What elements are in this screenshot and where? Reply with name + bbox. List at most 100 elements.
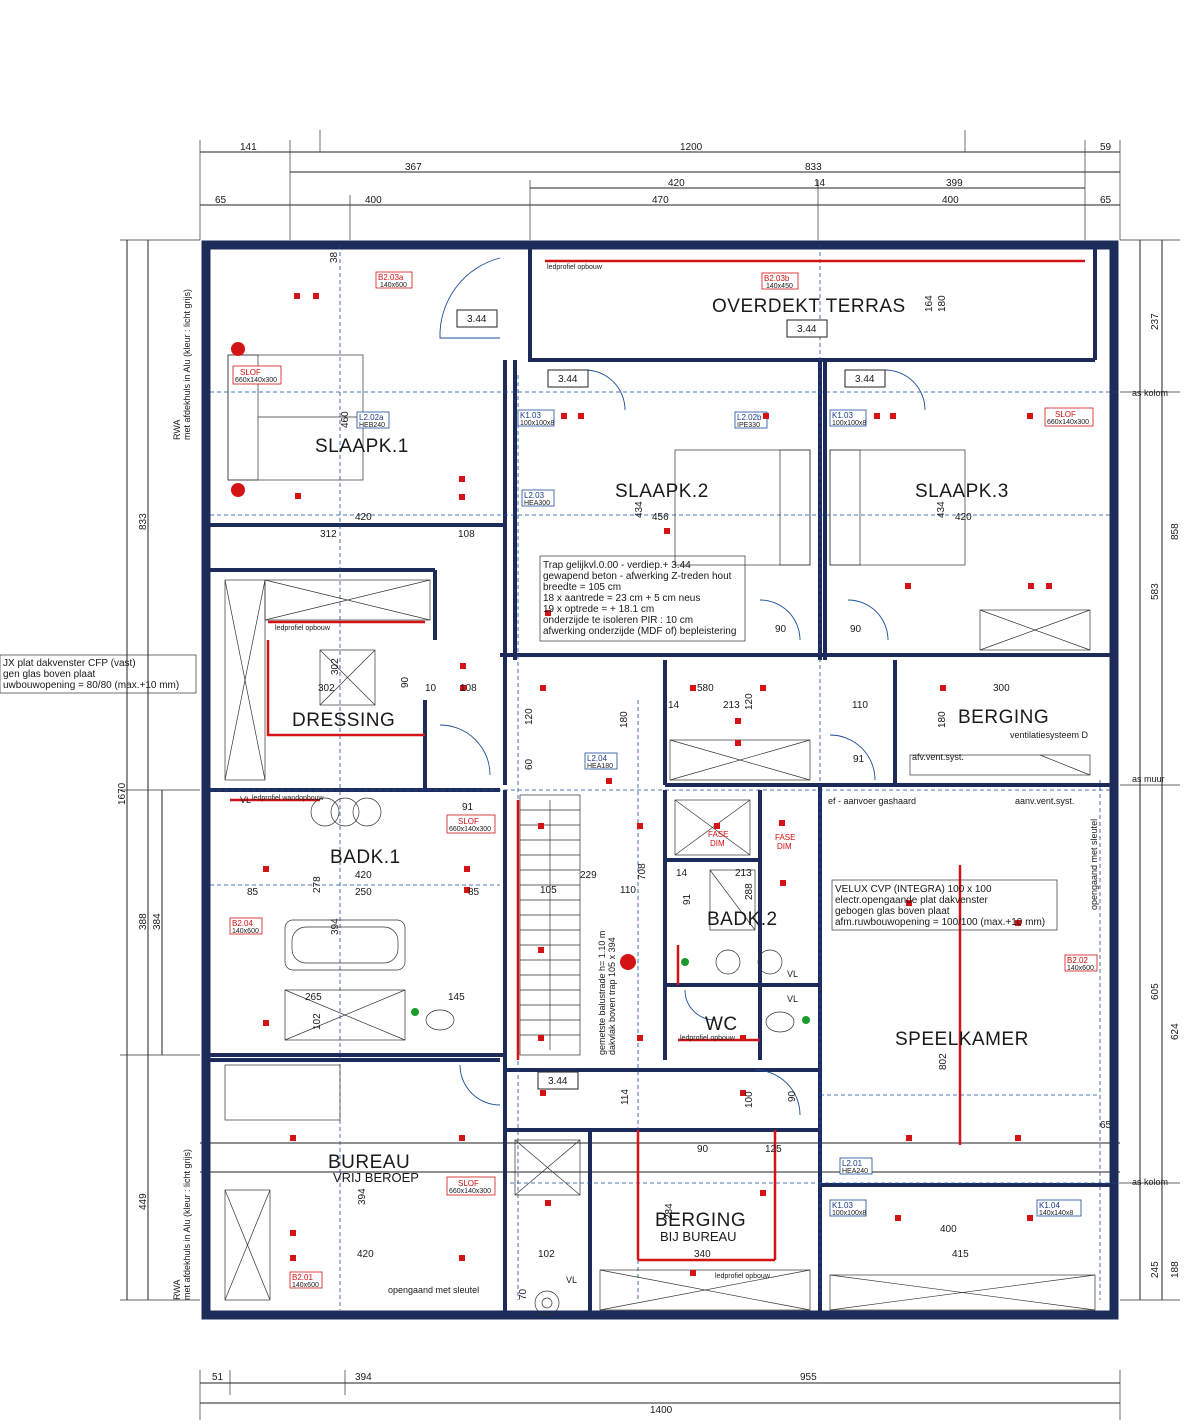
level-344-4: 3.44 [855, 374, 875, 385]
beam-b203a: B2.03a [378, 273, 404, 282]
label-opengaand-bottom: opengaand met sleutel [388, 1285, 479, 1295]
dim-265: 265 [305, 992, 322, 1003]
dim-394b: 394 [357, 1188, 368, 1205]
dim-90c: 90 [850, 624, 862, 635]
label-ledprofiel-3: ledprofiel opbouw [680, 1035, 736, 1042]
dim-213b: 213 [735, 868, 752, 879]
room-berging-sub: ventilatiesysteem D [1010, 730, 1089, 740]
dim-14a: 14 [668, 700, 680, 711]
velux-note-line1: VELUX CVP (INTEGRA) 100 x 100 [835, 884, 992, 895]
velux-note-line3: gebogen glas boven plaat [835, 906, 950, 917]
dim-bottom-394: 394 [355, 1372, 372, 1383]
dim-114: 114 [620, 1089, 631, 1105]
beam-l202b: L2.02b [737, 413, 762, 422]
dim-141: 141 [240, 142, 257, 153]
dim-420c: 420 [355, 870, 372, 881]
slof-4-size: 660x140x300 [449, 1188, 491, 1195]
right-dimension-lines [1120, 239, 1180, 1301]
bed-bureau [224, 1064, 341, 1301]
dim-65-right: 65 [1100, 195, 1112, 206]
room-slaapk3: SLAAPK.3 [915, 481, 1009, 502]
room-bureau: BUREAU [328, 1152, 410, 1173]
dim-105: 105 [540, 885, 557, 896]
dim-110b: 110 [620, 885, 636, 896]
label-dim-2: DIM [777, 842, 792, 851]
dim-85b: 85 [468, 887, 480, 898]
led-profile-lines [230, 259, 1085, 1262]
stair-note-line2: gewapend beton - afwerking Z-treden hout [543, 571, 732, 582]
shower-badk2 [674, 799, 756, 931]
dim-229: 229 [580, 870, 597, 881]
level-344-2: 3.44 [797, 324, 817, 335]
label-dim-1: DIM [710, 839, 725, 848]
label-fase-1: FASE [708, 830, 728, 839]
dim-394a: 394 [330, 918, 341, 935]
stair-note-line3: breedte = 105 cm [543, 582, 621, 593]
dim-802: 802 [938, 1053, 949, 1070]
rwa-label-top-line1: RWA [172, 419, 182, 440]
dim-bottom-65: 65 [1100, 1120, 1112, 1131]
beam-l201-size: HEA240 [842, 1168, 868, 1175]
room-dressing: DRESSING [292, 710, 395, 731]
label-ledprofiel-5: ledprofiel wandopbouw [252, 795, 325, 802]
dim-420b: 420 [955, 512, 972, 523]
beam-tags-blue [356, 409, 1082, 1217]
label-dakvlak-trap: dakvlak boven trap 105 x 394 [607, 937, 617, 1055]
beam-l203-size: HEA300 [524, 500, 550, 507]
stair-note-line5: 19 x optrede = + 18.1 cm [543, 604, 654, 615]
room-overdekt-terras: OVERDEKT TERRAS [712, 296, 906, 317]
level-344-1: 3.44 [467, 314, 487, 325]
dim-120a: 120 [524, 708, 535, 725]
label-balustrade: gemetste balustrade h= 1.10 m [597, 931, 607, 1055]
dim-164: 164 [924, 295, 935, 312]
dim-left-1670: 1670 [117, 782, 128, 805]
level-344-5: 3.44 [548, 1076, 568, 1087]
bathtub [284, 919, 406, 971]
dim-right-858: 858 [1170, 523, 1181, 540]
beam-k103-a: K1.03 [520, 411, 541, 420]
dim-399: 399 [946, 178, 963, 189]
beam-k103-c-size: 100x100x8 [832, 1210, 866, 1217]
beam-l202b-size: IPE330 [737, 422, 760, 429]
beam-b202-size: 140x600 [1067, 965, 1094, 972]
beam-b202: B2.02 [1067, 956, 1088, 965]
dim-434b: 434 [936, 501, 947, 518]
bottom-dimension-lines [199, 1142, 1121, 1420]
dim-420: 420 [668, 178, 685, 189]
beam-k103-b: K1.03 [832, 411, 853, 420]
room-berging-bureau: BERGING [655, 1210, 746, 1231]
label-aanv-vent: aanv.vent.syst. [1015, 796, 1074, 806]
dim-420d: 420 [357, 1249, 374, 1260]
dim-125: 125 [765, 1144, 782, 1155]
slof-2-size: 660x140x300 [1047, 419, 1089, 426]
beam-l204: L2.04 [587, 754, 608, 763]
dim-420a: 420 [355, 512, 372, 523]
room-badk2: BADK.2 [707, 909, 778, 930]
dim-right-245: 245 [1150, 1261, 1161, 1278]
beam-k104-size: 140x140x8 [1039, 1210, 1073, 1217]
dim-59: 59 [1100, 142, 1112, 153]
dim-90a: 90 [400, 676, 411, 688]
velux-note-line4: afm.ruwbouwopening = 100/100 (max.+10 mm… [835, 917, 1045, 928]
level-344-3: 3.44 [558, 374, 578, 385]
beam-l202a-size: HEB240 [359, 422, 385, 429]
dim-145: 145 [448, 992, 465, 1003]
dim-left-388: 388 [138, 913, 149, 930]
dim-left-384: 384 [152, 913, 163, 930]
slof-tags [232, 365, 1094, 1196]
dim-180c: 180 [937, 295, 948, 312]
room-slaapk1: SLAAPK.1 [315, 436, 409, 457]
dim-65-left: 65 [215, 195, 227, 206]
dim-300: 300 [993, 683, 1010, 694]
label-afv-vent: afv.vent.syst. [912, 752, 964, 762]
dim-102a: 102 [312, 1013, 323, 1030]
dressing-cabinets [224, 579, 431, 781]
dim-70: 70 [518, 1288, 529, 1300]
rwa-label-bottom-line1: RWA [172, 1279, 182, 1300]
beam-b203b: B2.03b [764, 274, 790, 283]
dim-right-624: 624 [1170, 1023, 1181, 1040]
beam-l201: L2.01 [842, 1159, 863, 1168]
dim-470: 470 [652, 195, 669, 206]
dim-91a: 91 [853, 754, 865, 765]
left-note-line3: uwbouwopening = 80/80 (max.+10 mm) [3, 680, 179, 691]
